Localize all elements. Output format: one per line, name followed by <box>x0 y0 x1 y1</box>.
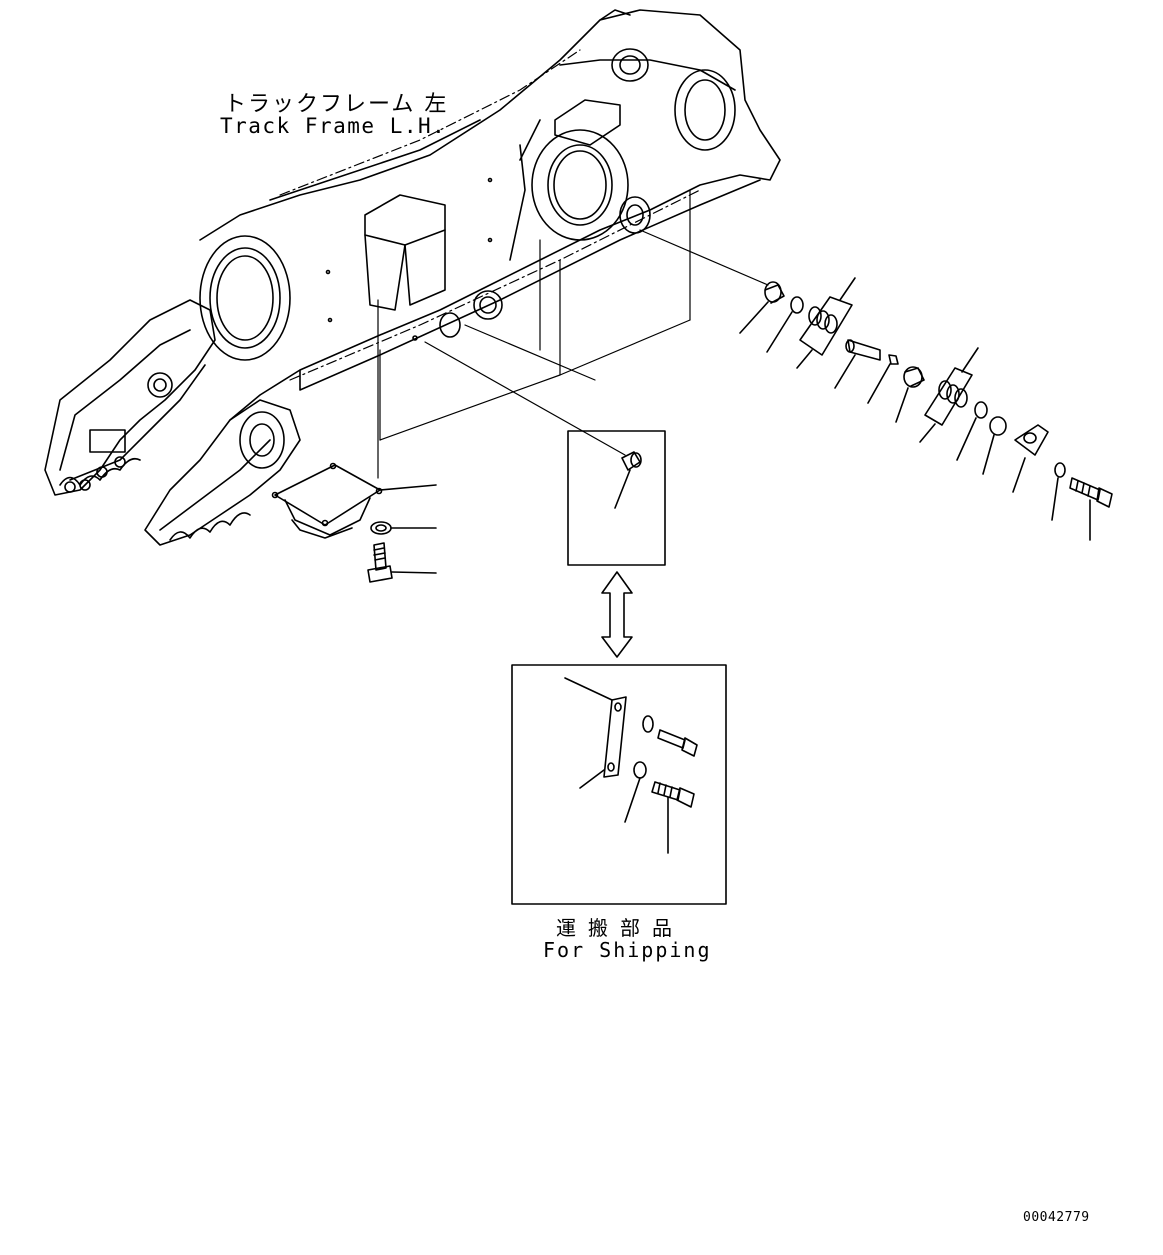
shipping-label-jp: 運搬部品 <box>556 916 684 940</box>
frame-dash-lines <box>279 49 701 381</box>
track-frame <box>44 9 781 546</box>
washer-1 <box>370 521 437 535</box>
cover-plate <box>271 462 437 539</box>
inset-box-plug <box>567 430 666 566</box>
inset-box-shipping <box>511 664 727 905</box>
double-arrow <box>601 571 633 658</box>
exploded-parts <box>739 277 1113 541</box>
leader-lines <box>377 229 769 479</box>
track-frame-title-jp: トラックフレーム 左 <box>224 92 449 117</box>
track-frame-title-en: Track Frame L.H. <box>220 114 447 138</box>
shipping-label-en: For Shipping <box>543 938 712 962</box>
bolt-1 <box>367 542 437 583</box>
drawing-number: 00042779 <box>1023 1210 1090 1225</box>
reference-box-lines <box>379 189 691 441</box>
